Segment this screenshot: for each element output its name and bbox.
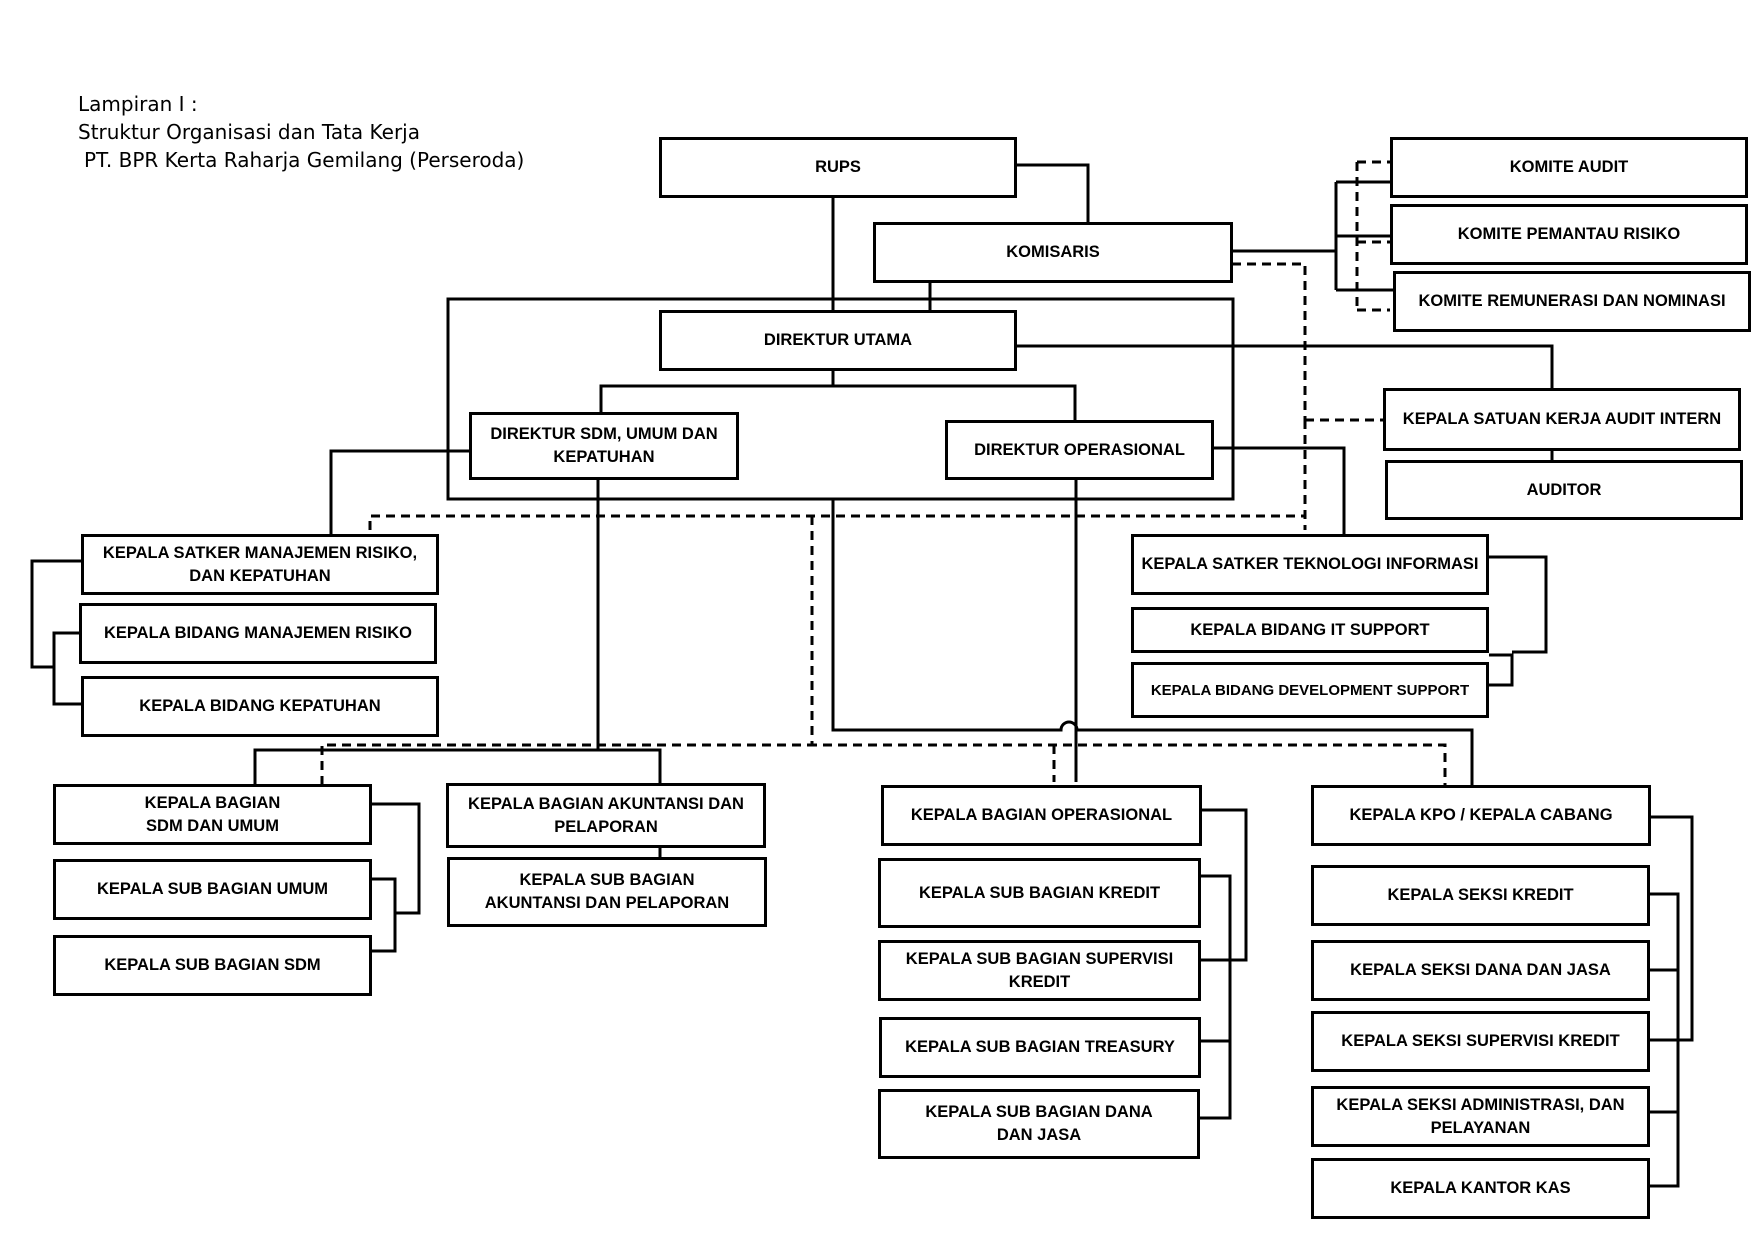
box-sub-sdm: KEPALA SUB BAGIAN SDM	[53, 935, 372, 996]
box-komite-remunerasi: KOMITE REMUNERASI DAN NOMINASI	[1393, 271, 1751, 332]
connector-direktur-utama-skai	[1015, 344, 1554, 388]
connector-bagian-left	[253, 748, 662, 785]
dashed-komisaris-skai	[1303, 418, 1383, 530]
box-seksi-dana-jasa: KEPALA SEKSI DANA DAN JASA	[1311, 940, 1650, 1001]
box-bagian-operasional: KEPALA BAGIAN OPERASIONAL	[881, 785, 1202, 846]
box-sub-umum: KEPALA SUB BAGIAN UMUM	[53, 859, 372, 920]
box-komisaris: KOMISARIS	[873, 222, 1233, 283]
direksi-frame	[446, 297, 1235, 501]
box-satker-ti: KEPALA SATKER TEKNOLOGI INFORMASI	[1131, 534, 1489, 595]
box-seksi-kredit: KEPALA SEKSI KREDIT	[1311, 865, 1650, 926]
caption-appendix: Lampiran I :	[78, 92, 198, 116]
connector-cabang-bracket	[1648, 815, 1694, 1188]
box-kepala-skai: KEPALA SATUAN KERJA AUDIT INTERN	[1383, 388, 1741, 451]
connector-risk-bracket	[30, 559, 81, 706]
box-sub-treasury: KEPALA SUB BAGIAN TREASURY	[879, 1017, 1201, 1078]
box-rups: RUPS	[659, 137, 1017, 198]
connector-direktur-utama-direktur	[599, 370, 1077, 420]
box-kpo-cabang: KEPALA KPO / KEPALA CABANG	[1311, 785, 1651, 846]
connector-rups-komisaris	[1015, 163, 1090, 222]
box-komite-audit: KOMITE AUDIT	[1390, 137, 1748, 198]
box-sub-kredit: KEPALA SUB BAGIAN KREDIT	[878, 858, 1201, 928]
box-komite-pemantau-risiko: KOMITE PEMANTAU RISIKO	[1390, 204, 1748, 265]
connector-direktur-ops-satker-ti	[1210, 446, 1346, 535]
connector-komite-bracket	[1334, 180, 1393, 292]
caption-title: Struktur Organisasi dan Tata Kerja	[78, 120, 420, 144]
connector-sdm-bracket	[370, 802, 421, 953]
box-bidang-mr: KEPALA BIDANG MANAJEMEN RISIKO	[79, 603, 437, 664]
connector-it-bracket	[1489, 555, 1548, 687]
box-bidang-kepatuhan: KEPALA BIDANG KEPATUHAN	[81, 676, 439, 737]
dashed-komite-cabang	[810, 516, 1447, 785]
caption-company: PT. BPR Kerta Raharja Gemilang (Perserod…	[84, 148, 525, 172]
dashed-komite-mr	[368, 514, 1305, 530]
dashed-komisaris-komite	[1232, 160, 1390, 420]
box-kantor-kas: KEPALA KANTOR KAS	[1311, 1158, 1650, 1219]
box-bidang-it-support: KEPALA BIDANG IT SUPPORT	[1131, 607, 1489, 653]
connector-direktur-sdm-satker-mr	[329, 449, 469, 535]
box-bidang-dev-support: KEPALA BIDANG DEVELOPMENT SUPPORT	[1131, 662, 1489, 718]
box-satker-mr: KEPALA SATKER MANAJEMEN RISIKO,DAN KEPAT…	[81, 534, 439, 595]
box-direktur-utama: DIREKTUR UTAMA	[659, 310, 1017, 371]
connector-operasional-bracket	[1200, 808, 1248, 1120]
dashed-left-bagian	[320, 743, 812, 785]
box-seksi-supervisi-kredit: KEPALA SEKSI SUPERVISI KREDIT	[1311, 1011, 1650, 1072]
box-direktur-operasional: DIREKTUR OPERASIONAL	[945, 420, 1214, 480]
box-auditor: AUDITOR	[1385, 460, 1743, 520]
